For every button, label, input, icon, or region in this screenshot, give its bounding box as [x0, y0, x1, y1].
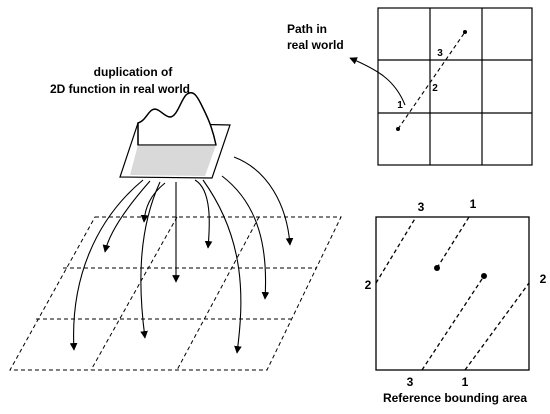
reference-path-segments — [375, 216, 530, 371]
dup-arrow-6 — [194, 179, 213, 249]
ref-label-bottom-1: 1 — [462, 375, 469, 389]
dup-arrow-3 — [140, 181, 161, 339]
path-segment-2: 2 — [432, 83, 438, 94]
ref-segment-1-2-right — [464, 282, 530, 371]
ref-segment-2-3-left — [375, 216, 417, 284]
ref-label-right-2: 2 — [540, 272, 547, 286]
ref-segment-3-bottom — [421, 275, 485, 371]
tiled-grid — [9, 216, 342, 371]
ref-label-top-1: 1 — [470, 197, 477, 211]
path-segment-1: 1 — [397, 100, 403, 111]
real-world-grid — [377, 7, 533, 166]
function-shaded-base — [130, 145, 216, 176]
ref-end-point — [481, 273, 487, 279]
dup-arrow-8 — [221, 175, 270, 300]
ref-start-point — [434, 265, 440, 271]
duplication-label-line1: duplication of — [94, 65, 174, 79]
dup-arrow-1 — [69, 179, 144, 351]
real-world-path — [396, 30, 467, 131]
dup-arrow-9 — [233, 156, 294, 246]
dup-arrow-4 — [140, 182, 166, 223]
duplication-label-line2: 2D function in real world — [50, 82, 190, 96]
duplication-arrows — [69, 156, 294, 354]
reference-square — [375, 216, 530, 371]
ref-label-top-3: 3 — [418, 200, 425, 214]
path-label-line2: real world — [287, 38, 344, 52]
ref-label-bottom-3: 3 — [407, 375, 414, 389]
path-label-arrow — [349, 57, 406, 106]
dup-arrow-2 — [102, 180, 151, 253]
path-segment-3: 3 — [437, 48, 443, 59]
ref-label-left-2: 2 — [365, 278, 372, 292]
ref-segment-1-top — [436, 216, 470, 269]
path-label-line1: Path in — [287, 22, 327, 36]
dup-arrow-7 — [202, 179, 242, 354]
function-surface — [130, 92, 217, 176]
reference-caption: Reference bounding area — [383, 391, 527, 405]
